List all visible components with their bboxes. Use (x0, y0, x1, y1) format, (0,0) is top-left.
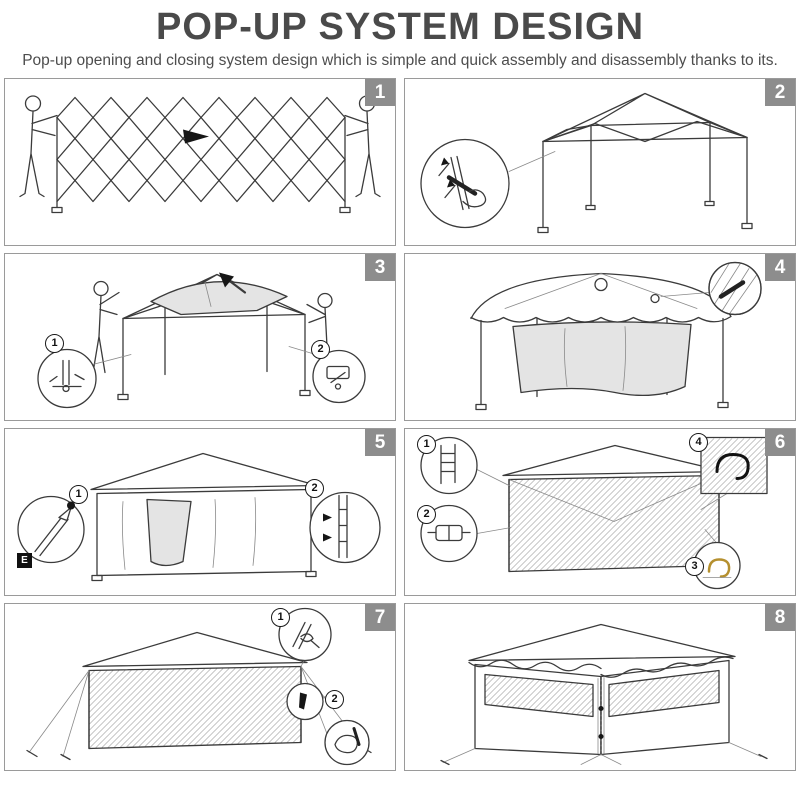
mesh-wall (508, 474, 720, 573)
step-panel-5: 1 2 E 5 (4, 428, 396, 596)
detail-zoom-circle (37, 348, 97, 409)
detail-zoom-circle (309, 491, 381, 564)
callout-badge-2: 2 (311, 340, 330, 359)
canopy-frame (537, 92, 753, 234)
callout-badge-3: 3 (685, 557, 704, 576)
mesh-window (608, 669, 720, 718)
step-number-badge: 1 (365, 79, 395, 106)
callout-badge-4: 4 (689, 433, 708, 452)
header: POP-UP SYSTEM DESIGN Pop-up opening and … (0, 0, 800, 70)
step-number-badge: 2 (765, 79, 795, 106)
illustration-step-1-unfold-frame (19, 95, 381, 214)
step-number-badge: 3 (365, 254, 395, 281)
step-panel-3: 1 2 3 (4, 253, 396, 421)
tent-roof (502, 444, 726, 477)
step-panel-4: 4 (404, 253, 796, 421)
callout-badge-1: 1 (69, 485, 88, 504)
illustration-step-2-open-frame (420, 92, 753, 234)
hand-icon (334, 734, 358, 754)
folded-scissor-frame (51, 96, 351, 214)
illustration-step-8-finished-tent (440, 623, 768, 766)
inner-curtain (512, 321, 692, 397)
callout-badge-1: 1 (271, 608, 290, 627)
step-number-badge: 4 (765, 254, 795, 281)
illustration-step-5-attach-sidewalls (17, 452, 381, 582)
detail-zoom-square (700, 436, 768, 495)
direction-arrow-icon (219, 272, 234, 288)
page-subtitle: Pop-up opening and closing system design… (22, 52, 778, 69)
step-number-badge: 5 (365, 429, 395, 456)
illustration-step-7-stake-ropes (26, 607, 372, 766)
canopy-top (470, 272, 732, 323)
person-icon (19, 95, 58, 198)
illustration-step-6-attach-mesh-walls (420, 436, 768, 590)
detail-zoom-circle (324, 719, 370, 766)
page-title: POP-UP SYSTEM DESIGN (155, 6, 645, 48)
part-label-e: E (17, 553, 32, 568)
callout-badge-2: 2 (325, 690, 344, 709)
mesh-wall (88, 665, 302, 750)
detail-zoom-circle (708, 261, 762, 316)
step-number-badge: 7 (365, 604, 395, 631)
tent-roof (468, 623, 736, 662)
tent-wall (96, 488, 312, 577)
canopy-fabric (150, 281, 288, 316)
hook-icon (715, 453, 750, 480)
illustration-step-4-secure-top (470, 261, 762, 411)
stake-icon (299, 692, 307, 710)
mesh-window (484, 673, 594, 718)
callout-badge-2: 2 (305, 479, 324, 498)
step-panel-7: 1 2 7 (4, 603, 396, 771)
step-panel-2: 2 (404, 78, 796, 246)
detail-zoom-circle (420, 138, 510, 229)
steps-grid: 1 (0, 70, 800, 771)
curtain-fold (146, 498, 192, 567)
detail-zoom-circle (278, 607, 332, 662)
step-panel-1: 1 (4, 78, 396, 246)
detail-zoom-circle (17, 495, 85, 564)
step-panel-6: 1 2 3 4 6 (404, 428, 796, 596)
detail-zoom-circle (312, 349, 366, 404)
callout-badge-2: 2 (417, 505, 436, 524)
person-icon (92, 280, 120, 374)
tent-roof (82, 631, 308, 668)
illustration-step-3-attach-canopy-fabric (37, 272, 366, 409)
hook-icon (707, 558, 731, 578)
detail-zoom-circle (286, 682, 324, 721)
detail-zoom-circle (420, 504, 478, 563)
callout-badge-1: 1 (45, 334, 64, 353)
person-icon (344, 95, 381, 198)
step-number-badge: 6 (765, 429, 795, 456)
detail-zoom-circle (420, 436, 478, 495)
tent-roof (90, 452, 318, 491)
step-panel-8: 8 (404, 603, 796, 771)
step-number-badge: 8 (765, 604, 795, 631)
callout-badge-1: 1 (417, 435, 436, 454)
person-icon (306, 292, 334, 382)
